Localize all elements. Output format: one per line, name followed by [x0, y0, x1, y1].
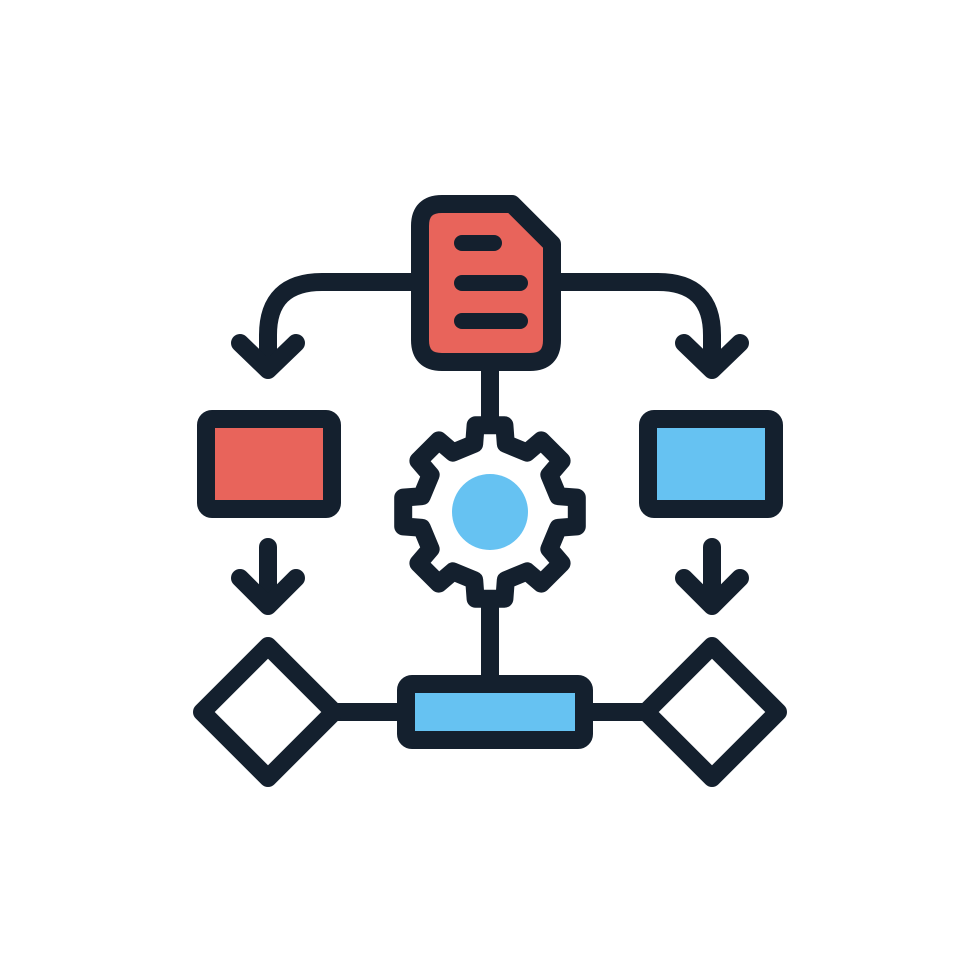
gear-icon [394, 416, 586, 608]
decision-diamond-right [637, 637, 787, 787]
document-icon [411, 195, 561, 371]
connector-left-curve [259, 273, 429, 377]
arrow-head-top-left [231, 334, 305, 379]
blue-box [639, 410, 783, 518]
decision-diamond-left [193, 637, 343, 787]
red-box [197, 410, 341, 518]
process-bar [397, 675, 593, 749]
gear-hub [452, 474, 528, 550]
arrow-down-right [675, 538, 749, 615]
connector-right-curve [551, 273, 721, 377]
arrow-head-top-right [675, 334, 749, 379]
arrow-down-left [231, 538, 305, 615]
